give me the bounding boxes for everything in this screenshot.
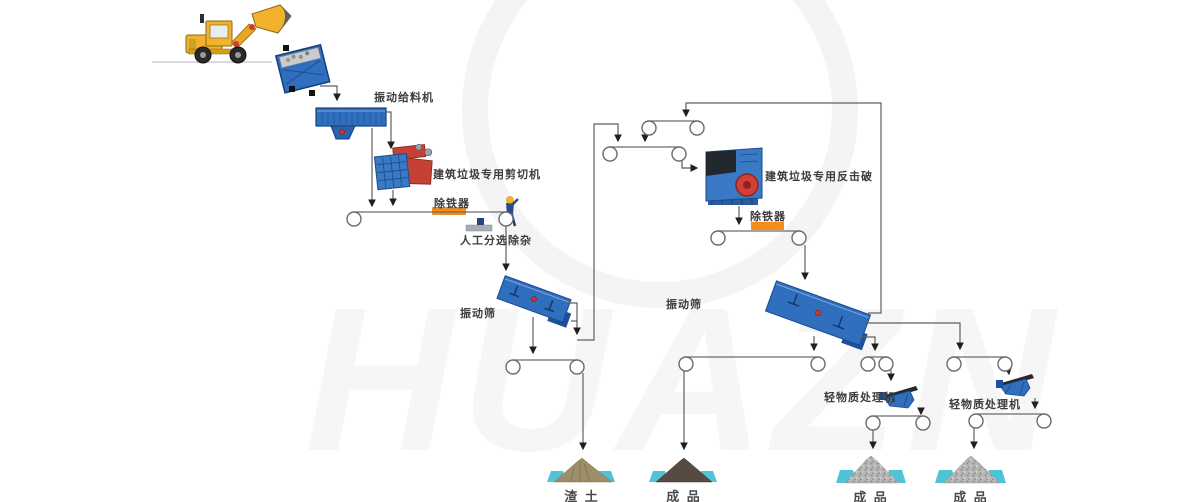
label-vibrating-feeder: 振动给料机 — [374, 92, 434, 104]
conveyor-pulley — [997, 356, 1013, 372]
flow-screen1-overflow-chute — [566, 302, 581, 336]
conveyor-pulley — [602, 146, 618, 162]
label-pile-product-2: 成 品 — [853, 490, 889, 502]
label-vibrating-screen-2: 振动筛 — [666, 299, 702, 311]
hopper — [274, 43, 331, 96]
flow-hopper-to-feeder — [320, 85, 341, 102]
conveyor-pulley — [865, 415, 881, 431]
flow-screen2-return-to-beltA — [682, 102, 882, 314]
conveyor-pulley — [710, 230, 726, 246]
conveyor-pulley — [878, 356, 894, 372]
worker-helmet — [506, 196, 514, 204]
vibrating-screen-2-machine — [764, 280, 872, 351]
flow-feeder-to-shredder — [385, 111, 395, 150]
iron-remover-1-bar — [432, 207, 466, 215]
label-pile-product-3: 成 品 — [953, 490, 989, 502]
loader-grille — [189, 39, 196, 50]
vibrating-feeder-machine — [315, 107, 387, 140]
loader-exhaust — [200, 14, 204, 23]
label-pile-product-1: 成 品 — [666, 489, 702, 502]
conveyor-pulley — [671, 146, 687, 162]
label-light-processor-2: 轻物质处理机 — [949, 399, 1021, 411]
vibrating-screen-1-machine — [496, 275, 572, 328]
pile-product-2 — [836, 455, 906, 484]
conveyor-pulley — [498, 211, 514, 227]
flow-screen2-right-chute — [864, 322, 964, 351]
flow-return-to-beltB — [577, 123, 622, 341]
label-iron-remover-1: 除铁器 — [434, 198, 470, 210]
watermark-swoosh — [462, 0, 858, 308]
conveyor-pulley — [915, 415, 931, 431]
conveyor-pulley — [791, 230, 807, 246]
conveyor-belts — [354, 120, 1044, 417]
conveyor-pulleys — [346, 120, 1052, 431]
flow-beltB-to-crusher — [681, 160, 699, 172]
pile-product-3 — [935, 455, 1006, 484]
hopper-foot — [309, 90, 315, 96]
loader-joint — [233, 41, 239, 47]
conveyor-pulley — [810, 356, 826, 372]
conveyor-pulley — [505, 359, 521, 375]
conveyor-pulley — [678, 356, 694, 372]
hopper-foot — [283, 45, 289, 51]
flow-screen2-mid-chute — [860, 336, 879, 352]
conveyor-pulley — [946, 356, 962, 372]
loader-joint — [249, 24, 255, 30]
loader-hub — [235, 52, 241, 58]
watermark-text: HUAZN — [305, 265, 1062, 494]
pile-slag — [547, 457, 615, 483]
conveyor-pulley — [569, 359, 585, 375]
shredder-machine — [373, 143, 433, 191]
iron-remover-2-bar — [751, 222, 784, 230]
conveyor-pulley — [968, 413, 984, 429]
label-pile-slag: 渣 土 — [564, 489, 600, 502]
label-manual-sorting: 人工分选除杂 — [460, 235, 532, 247]
label-light-processor-1: 轻物质处理机 — [824, 392, 896, 404]
hopper-foot — [289, 86, 295, 92]
conveyor-pulley — [1036, 413, 1052, 429]
pile-product-1 — [649, 457, 717, 483]
loader-bucket-inner — [278, 5, 291, 33]
loader-window — [209, 24, 229, 39]
loader-hub — [200, 52, 206, 58]
label-iron-remover-2: 除铁器 — [750, 211, 786, 223]
label-shredder: 建筑垃圾专用剪切机 — [433, 169, 541, 181]
label-impact-crusher: 建筑垃圾专用反击破 — [765, 171, 873, 183]
conveyor-pulley — [641, 120, 657, 136]
conveyor-pulley — [689, 120, 705, 136]
conveyor-pulley — [346, 211, 362, 227]
wheel-loader — [185, 4, 292, 64]
flow-lines — [320, 85, 1039, 451]
conveyor-pulley — [860, 356, 876, 372]
label-vibrating-screen-1: 振动筛 — [460, 308, 496, 320]
impact-crusher-machine — [705, 147, 763, 205]
